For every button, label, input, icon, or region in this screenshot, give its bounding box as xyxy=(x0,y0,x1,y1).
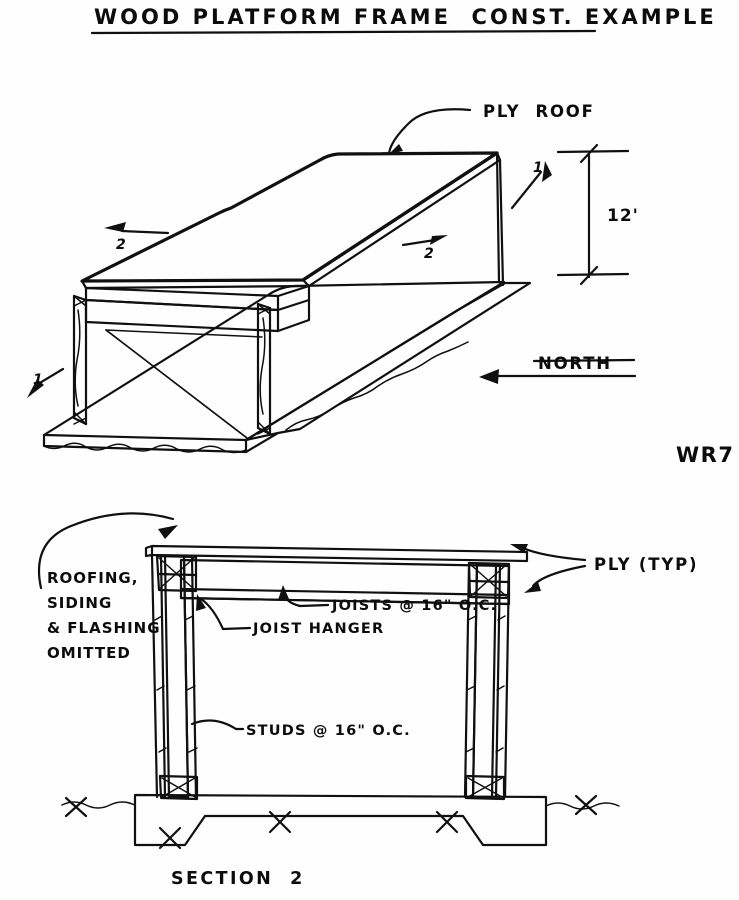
joist-hanger-leader xyxy=(196,594,252,631)
ply-typ-leader xyxy=(510,544,587,593)
isometric-building xyxy=(27,108,637,454)
section-arrow-2-roof xyxy=(401,235,448,247)
label-north: NORTH xyxy=(538,354,612,373)
label-joists: JOISTS @ 16" O.C. xyxy=(331,598,497,614)
omitted-note-leader xyxy=(37,512,178,590)
sheet-title: WOOD PLATFORM FRAME CONST. EXAMPLE xyxy=(94,5,717,29)
note-omitted-line-4: OMITTED xyxy=(47,644,131,662)
section-mark-2-roof: 2 xyxy=(424,246,434,262)
label-dimension-12ft: 12' xyxy=(607,206,639,226)
dimension-12ft xyxy=(556,143,630,286)
label-ply-roof: PLY ROOF xyxy=(483,102,595,121)
section-mark-1-upper: 1 xyxy=(533,160,543,176)
section-caption: SECTION 2 xyxy=(171,869,305,889)
north-arrow xyxy=(479,358,637,384)
section-arrow-2-left xyxy=(104,222,170,235)
sheet-reference: WR7 xyxy=(676,443,734,467)
concrete-foundation xyxy=(61,793,620,850)
title-underline xyxy=(90,29,597,35)
label-joist-hanger: JOIST HANGER xyxy=(252,621,384,637)
ply-roof-leader xyxy=(387,108,472,156)
section-mark-1-lower: 1 xyxy=(33,372,43,388)
note-omitted-line-3: & FLASHING xyxy=(47,619,161,637)
studs-leader xyxy=(190,719,245,731)
joists-leader xyxy=(278,585,330,608)
section-arrow-1-lower xyxy=(27,367,65,398)
section-drawing xyxy=(37,512,620,850)
note-omitted-line-2: SIDING xyxy=(47,594,112,612)
section-mark-2-left: 2 xyxy=(116,237,126,253)
left-wall-assembly xyxy=(150,553,199,801)
label-ply-typ: PLY (TYP) xyxy=(594,555,698,574)
note-omitted-line-1: ROOFING, xyxy=(47,569,138,587)
label-studs: STUDS @ 16" O.C. xyxy=(246,723,411,739)
section-arrow-1-upper xyxy=(510,161,552,210)
